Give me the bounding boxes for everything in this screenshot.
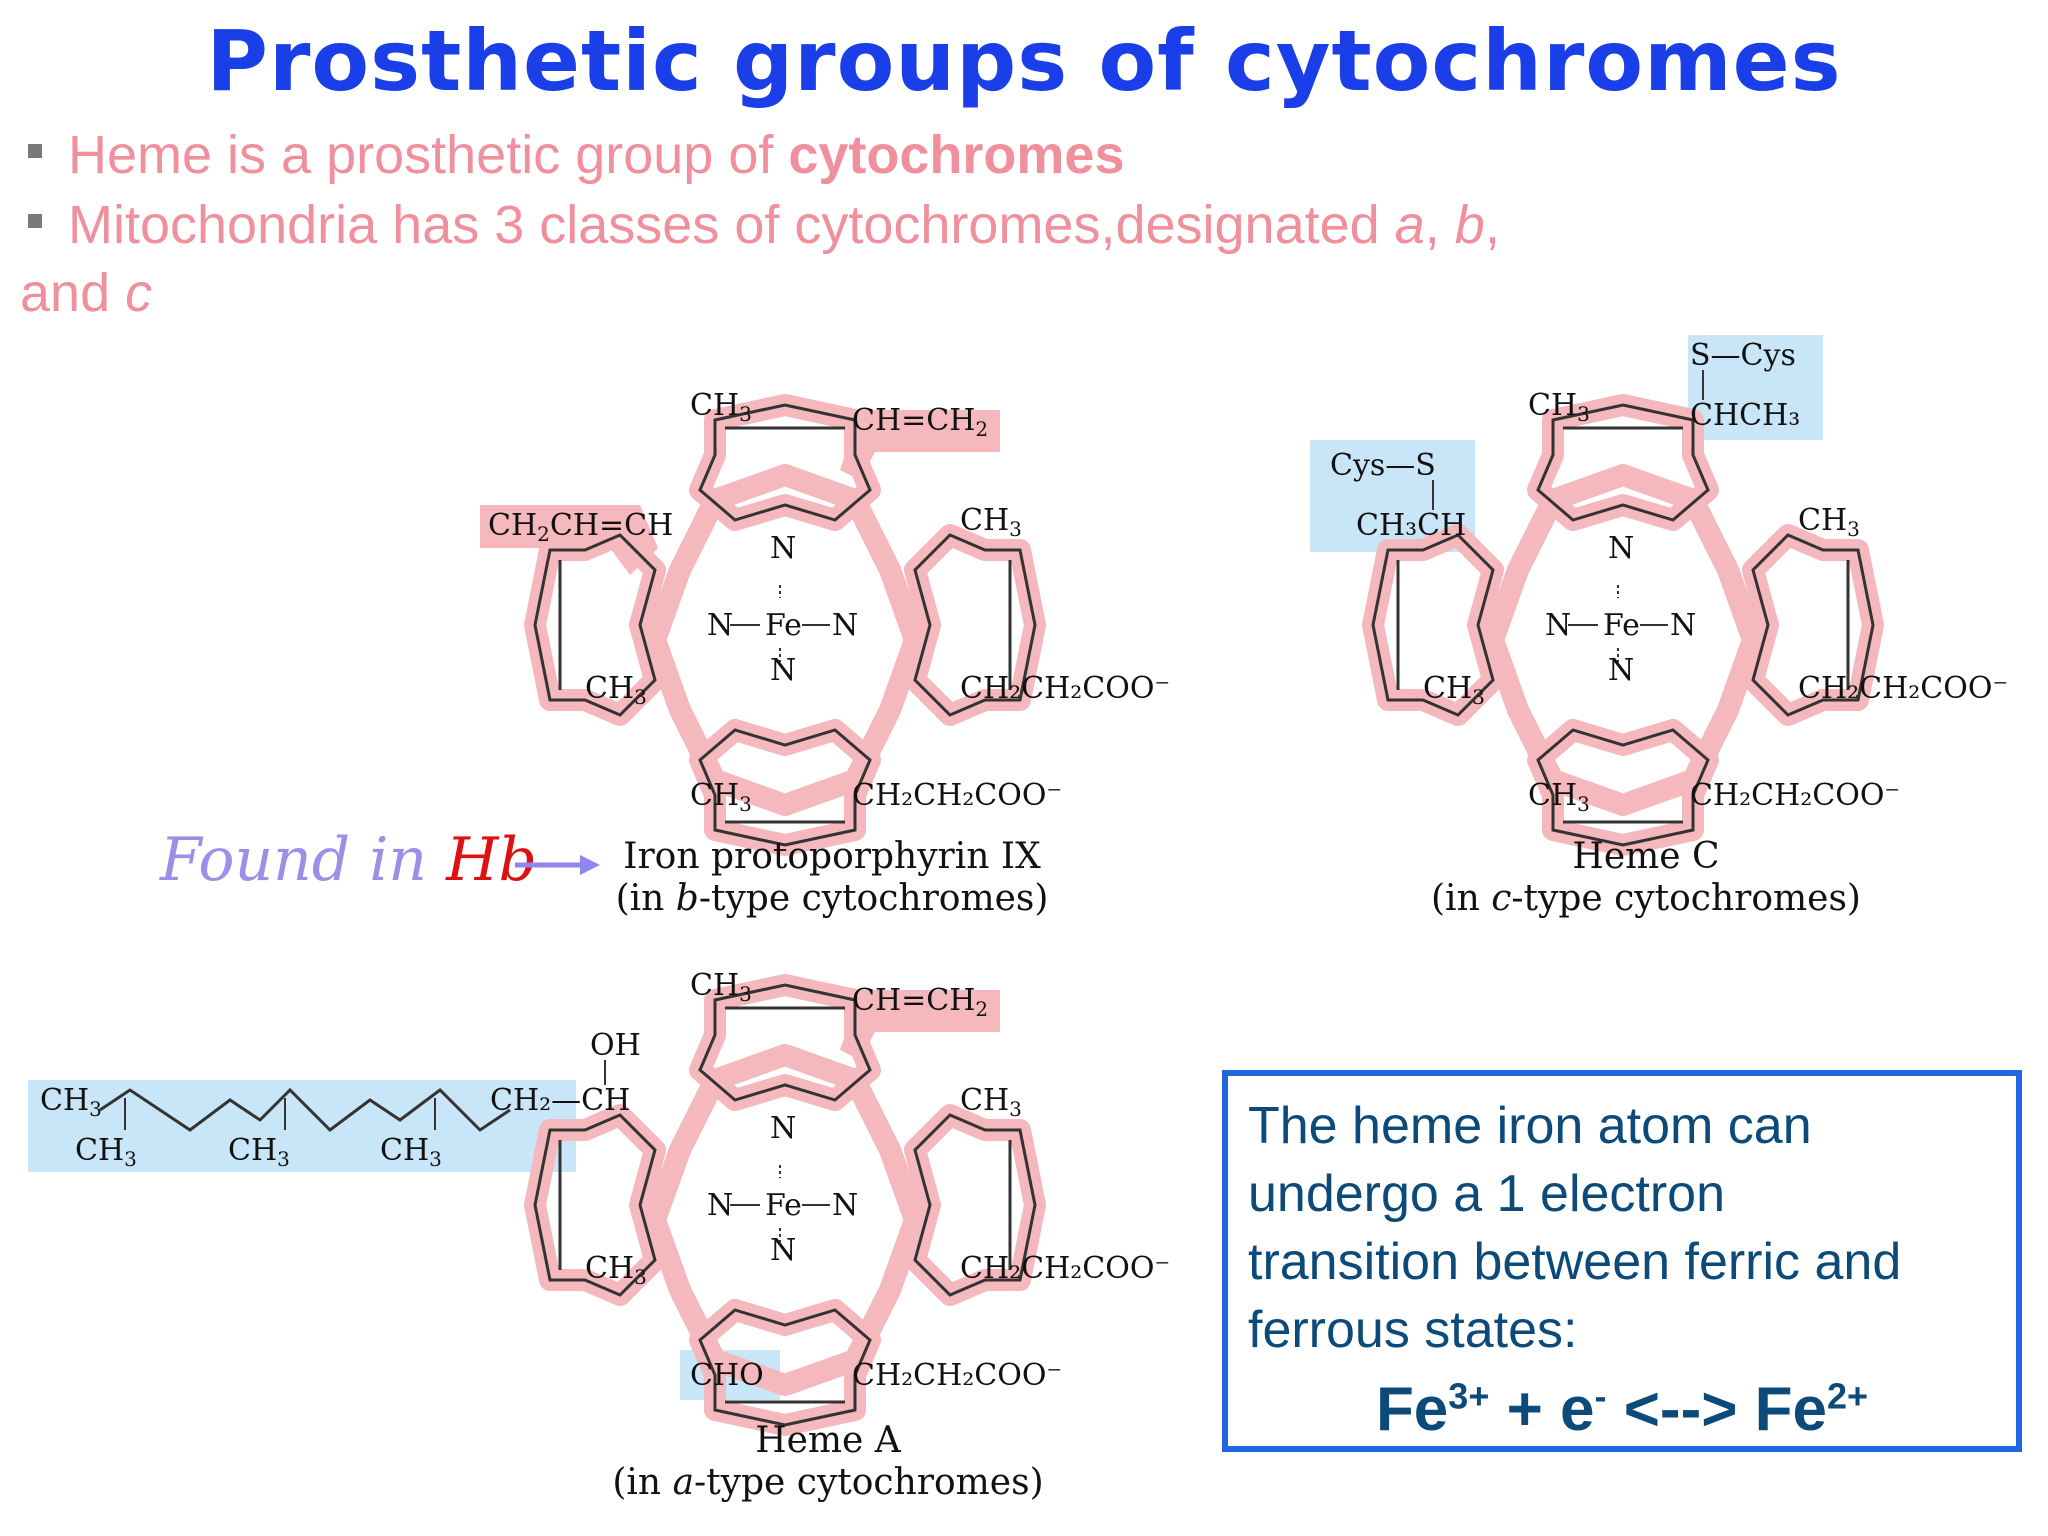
info-line-4: ferrous states:: [1248, 1301, 1578, 1359]
heme-c-structure: CH3 S—Cys CHCH₃ Cys—S CH₃CH CH3 CH3 CH₂C…: [1310, 335, 2008, 845]
iron-caption-sub: (in b-type cytochromes): [616, 878, 1049, 919]
propionate-bottom: CH₂CH₂COO⁻: [852, 778, 1062, 813]
hemea-caption-sub: (in a-type cytochromes): [612, 1462, 1043, 1503]
propionate-right: CH₂CH₂COO⁻: [1798, 671, 2008, 706]
bullet-class-a: a: [1394, 195, 1425, 255]
vinyl-highlight-right: [840, 410, 1000, 480]
n-left: N: [707, 1188, 733, 1223]
ch3-bottom: CH3: [1528, 778, 1590, 816]
bullet-classes: Mitochondria has 3 classes of cytochrome…: [28, 194, 1500, 256]
info-box: The heme iron atom can undergo a 1 elect…: [1222, 1070, 2022, 1452]
info-line-2: undergo a 1 electron: [1248, 1165, 1726, 1223]
n-left: N: [707, 608, 733, 643]
bullet-class-c: c: [125, 263, 153, 323]
n-right: N: [832, 1188, 858, 1223]
ch3-left: CH3: [1423, 671, 1485, 709]
hemea-caption-title: Heme A: [755, 1420, 902, 1461]
iron-caption-title: Iron protoporphyrin IX: [623, 836, 1041, 877]
bullet-heme: Heme is a prosthetic group of cytochrome…: [28, 124, 1125, 186]
bullet-square-icon: [28, 213, 42, 228]
hemec-caption-title: Heme C: [1572, 836, 1719, 877]
ch3-right: CH3: [960, 503, 1022, 541]
farnesyl-chain: [99, 1087, 511, 1132]
ch3-chain-4: CH3: [380, 1133, 442, 1171]
s-cys-label: S—Cys: [1690, 338, 1796, 373]
ch3-bottom: CH3: [690, 778, 752, 816]
n-right: N: [832, 608, 858, 643]
bullet-square-icon: [28, 143, 42, 158]
vinyl-highlight-right: [840, 990, 1000, 1060]
vinyl-left-label: CH2CH=CH: [488, 508, 673, 546]
bullet-class-b: b: [1454, 195, 1485, 255]
propionate-bottom: CH₂CH₂COO⁻: [852, 1358, 1062, 1393]
ch2-ch-label: CH₂—CH: [490, 1083, 630, 1118]
bullet-sep1: ,: [1424, 195, 1455, 255]
bullet-classes-cont: and c: [20, 262, 152, 324]
heme-a-structure: CH3 CH3 CH3 CH3 CH₂—CH OH CH3 CH=CH2 CH3…: [28, 968, 1170, 1425]
n-top: N: [770, 531, 796, 566]
found-in-annotation: Found in Hb: [159, 825, 537, 895]
bullet-sep2: ,: [1484, 195, 1500, 255]
ch3-top: CH3: [690, 968, 752, 1006]
cys-highlight-top: [1688, 335, 1823, 440]
propionate-bottom: CH₂CH₂COO⁻: [1690, 778, 1900, 813]
n-left: N: [1545, 608, 1571, 643]
info-line-1: The heme iron atom can: [1248, 1097, 1812, 1155]
redox-equation: Fe3+ + e- <--> Fe2+: [1375, 1375, 1869, 1444]
propionate-right: CH₂CH₂COO⁻: [960, 1251, 1170, 1286]
propionate-right: CH₂CH₂COO⁻: [960, 671, 1170, 706]
ch3-top: CH3: [690, 388, 752, 426]
fe-center: Fe: [1603, 608, 1640, 643]
arrow-right-icon: [580, 855, 600, 875]
ch3-chain-3: CH3: [228, 1133, 290, 1171]
cys-s-label: Cys—S: [1330, 448, 1436, 483]
ch3-right: CH3: [960, 1083, 1022, 1121]
ch3-chain-1: CH3: [40, 1083, 102, 1121]
n-bottom: N: [770, 1233, 796, 1268]
ch3-right: CH3: [1798, 503, 1860, 541]
page-title: Prosthetic groups of cytochromes: [206, 12, 1842, 110]
n-top: N: [1608, 531, 1634, 566]
bullet-and: and: [20, 263, 126, 323]
bullet-heme-text: Heme is a prosthetic group of: [68, 125, 789, 185]
hemec-caption-sub: (in c-type cytochromes): [1431, 878, 1861, 919]
info-line-3: transition between ferric and: [1248, 1233, 1902, 1291]
vinyl-right-label: CH=CH2: [852, 983, 988, 1021]
ch3ch-label: CH₃CH: [1356, 508, 1466, 543]
ch3-left: CH3: [585, 671, 647, 709]
n-bottom: N: [1608, 653, 1634, 688]
vinyl-right-label: CH=CH2: [852, 403, 988, 441]
ch3-chain-2: CH3: [75, 1133, 137, 1171]
bullet-heme-bold: cytochromes: [788, 125, 1125, 185]
cho-label: CHO: [690, 1358, 764, 1393]
n-top: N: [770, 1111, 796, 1146]
n-bottom: N: [770, 653, 796, 688]
bullet-classes-text: Mitochondria has 3 classes of cytochrome…: [68, 195, 1395, 255]
oh-label: OH: [590, 1028, 641, 1063]
chch3-label: CHCH₃: [1690, 398, 1800, 433]
ch3-left: CH3: [585, 1251, 647, 1289]
ch3-top: CH3: [1528, 388, 1590, 426]
fe-center: Fe: [765, 608, 802, 643]
iron-protoporphyrin-structure: CH3 CH=CH2 CH2CH=CH CH3 CH3 CH₂CH₂COO⁻ C…: [480, 388, 1170, 845]
n-right: N: [1670, 608, 1696, 643]
fe-center: Fe: [765, 1188, 802, 1223]
